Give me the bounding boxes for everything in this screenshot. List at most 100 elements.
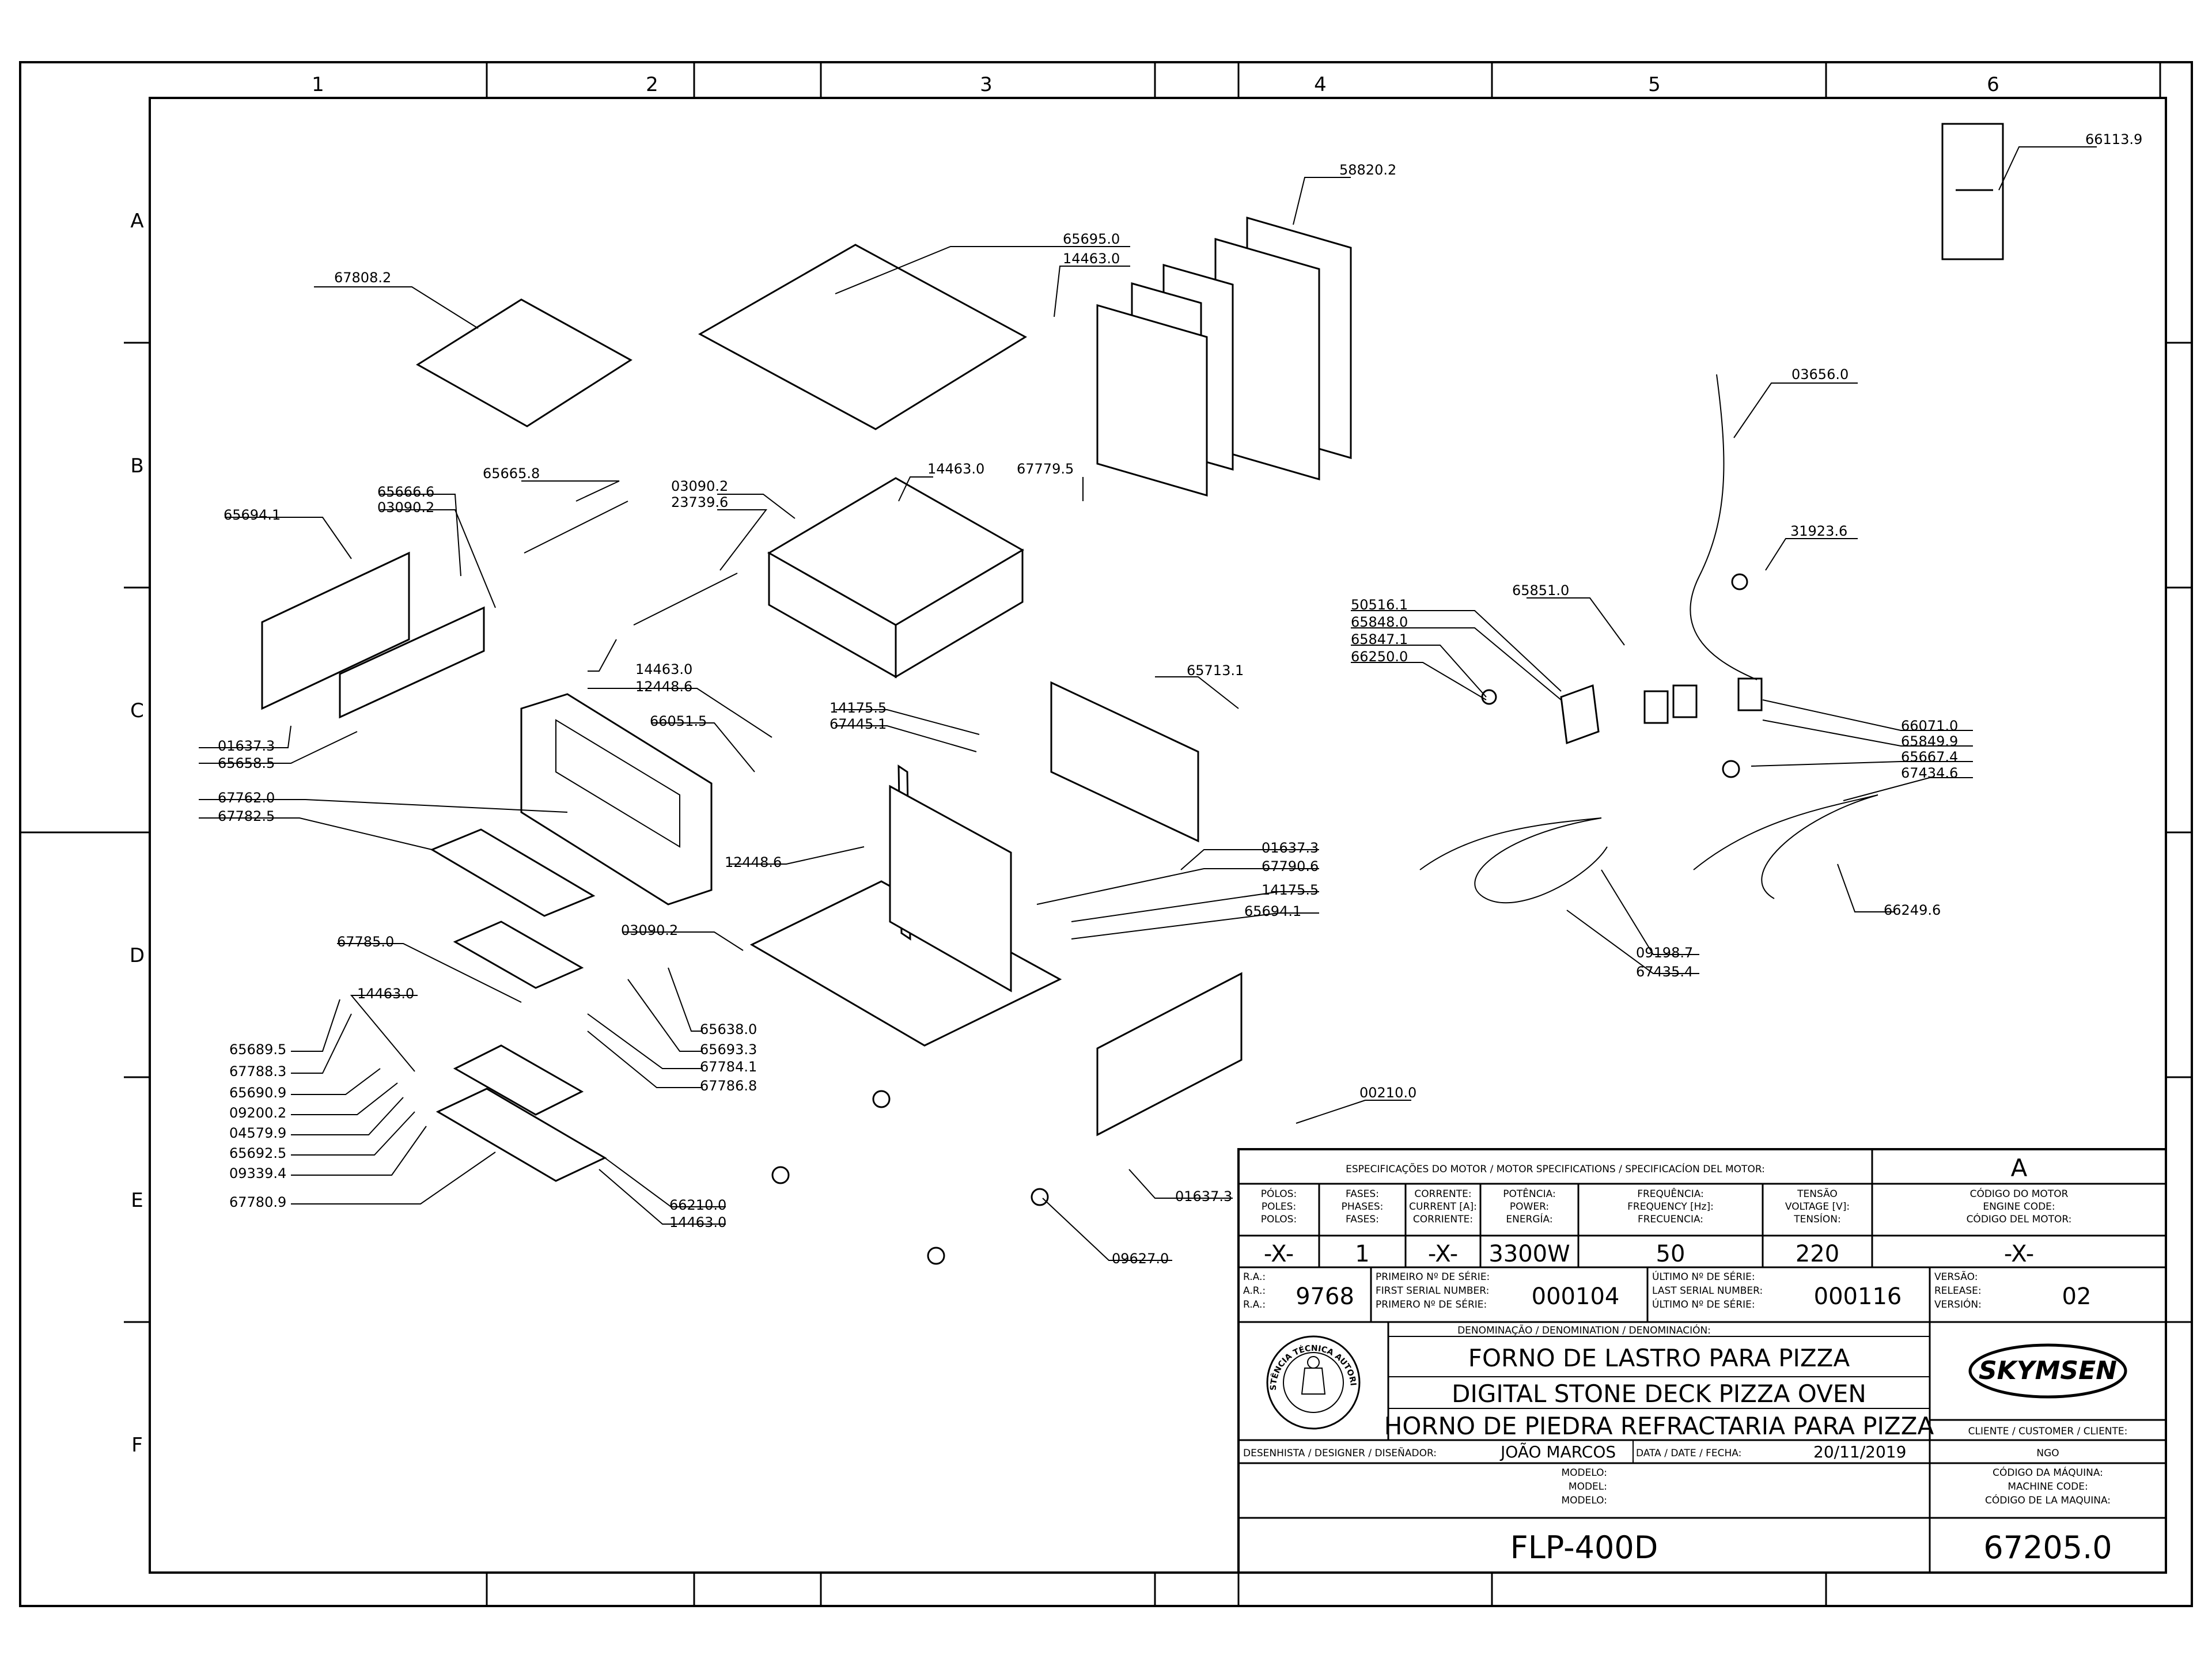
label-65694.1-b: 65694.1	[1244, 903, 1301, 919]
label-67786.8: 67786.8	[700, 1078, 757, 1094]
label-09339.4: 09339.4	[229, 1165, 286, 1181]
ra-label-en: A.R.:	[1243, 1285, 1266, 1297]
label-65658.5: 65658.5	[218, 755, 275, 771]
voltage-header-pt: TENSÃO	[1797, 1187, 1838, 1200]
freq-header-es: FRECUENCIA:	[1638, 1214, 1703, 1225]
machine-code-label-en: MACHINE CODE:	[2008, 1481, 2088, 1493]
chassis	[749, 764, 1062, 1047]
date-value: 20/11/2019	[1813, 1442, 1906, 1461]
model-label-pt: MODELO:	[1561, 1467, 1607, 1479]
phases-value: 1	[1355, 1241, 1369, 1267]
label-65689.5: 65689.5	[229, 1041, 286, 1058]
label-03090.2-a: 03090.2	[377, 499, 434, 516]
refractory-stones	[1096, 217, 1352, 497]
label-14175.5-b: 14175.5	[1262, 882, 1319, 898]
engine-header-en: ENGINE CODE:	[1983, 1201, 2055, 1213]
product-name-es: HORNO DE PIEDRA REFRACTARIA PARA PIZZA	[1384, 1412, 1934, 1440]
label-67780.9: 67780.9	[229, 1194, 286, 1210]
label-65851.0: 65851.0	[1512, 582, 1569, 599]
label-67445.1: 67445.1	[830, 716, 887, 732]
label-sticker	[1941, 123, 2004, 260]
label-65847.1: 65847.1	[1351, 631, 1408, 647]
label-01637.3-c: 01637.3	[1175, 1188, 1232, 1205]
label-66071.0: 66071.0	[1901, 718, 1958, 734]
poles-value: -X-	[1264, 1241, 1294, 1267]
grid-col-1: 1	[312, 73, 324, 96]
grid-col-2: 2	[646, 73, 658, 96]
door	[430, 828, 596, 917]
label-65694.1-a: 65694.1	[224, 507, 281, 523]
power-header-es: ENERGÍA:	[1506, 1213, 1552, 1225]
label-65713.1: 65713.1	[1187, 662, 1244, 679]
ra-value: 9768	[1296, 1283, 1354, 1310]
ra-label-pt: R.A.:	[1243, 1271, 1266, 1283]
label-14463.0-a: 14463.0	[1063, 251, 1120, 267]
controller-box	[1560, 684, 1600, 745]
label-04579.9: 04579.9	[229, 1125, 286, 1141]
poles-header-pt: PÓLOS:	[1261, 1187, 1297, 1200]
label-67435.4: 67435.4	[1636, 964, 1693, 980]
release-label-pt: VERSÃO:	[1934, 1270, 1978, 1283]
grid-col-5: 5	[1648, 73, 1661, 96]
last-serial-label-en: LAST SERIAL NUMBER:	[1652, 1285, 1763, 1297]
label-12448.6-a: 12448.6	[635, 679, 692, 695]
label-50516.1: 50516.1	[1351, 597, 1408, 613]
label-09200.2: 09200.2	[229, 1105, 286, 1121]
power-header-en: POWER:	[1510, 1201, 1549, 1213]
left-side-panel	[261, 551, 410, 710]
label-67790.6: 67790.6	[1262, 858, 1319, 874]
current-value: -X-	[1428, 1241, 1458, 1267]
client-label: CLIENTE / CUSTOMER / CLIENTE:	[1968, 1426, 2128, 1437]
model-label-en: MODEL:	[1569, 1481, 1607, 1493]
front-frame	[520, 693, 713, 906]
label-00210.0: 00210.0	[1359, 1085, 1416, 1101]
label-67784.1: 67784.1	[700, 1059, 757, 1075]
glass-1	[453, 921, 584, 989]
product-name-pt: FORNO DE LASTRO PARA PIZZA	[1468, 1344, 1850, 1372]
right-side-panel	[1050, 681, 1199, 843]
label-01637.3-a: 01637.3	[218, 738, 275, 754]
label-65848.0: 65848.0	[1351, 614, 1408, 630]
phases-header-pt: FASES:	[1346, 1188, 1379, 1200]
first-serial-value: 000104	[1532, 1283, 1620, 1310]
label-65849.9: 65849.9	[1901, 733, 1958, 749]
label-66250.0: 66250.0	[1351, 649, 1408, 665]
motor-spec-title: ESPECIFICAÇÕES DO MOTOR / MOTOR SPECIFIC…	[1346, 1162, 1765, 1175]
designer-label: DESENHISTA / DESIGNER / DISEÑADOR:	[1243, 1446, 1437, 1459]
label-09198.7: 09198.7	[1636, 945, 1693, 961]
power-header-pt: POTÊNCIA:	[1503, 1187, 1555, 1200]
top-plate	[698, 244, 1027, 430]
thermostat	[1731, 573, 1748, 590]
ra-label-es: R.A.:	[1243, 1299, 1266, 1310]
machine-code-value: 67205.0	[1983, 1529, 2112, 1566]
machine-code-label-es: CÓDIGO DE LA MAQUINA:	[1985, 1494, 2111, 1506]
designer-value: JOÃO MARCOS	[1499, 1442, 1616, 1461]
voltage-value: 220	[1796, 1241, 1839, 1267]
label-65665.8: 65665.8	[483, 465, 540, 482]
engine-header-es: CÓDIGO DEL MOTOR:	[1967, 1213, 2072, 1225]
label-65692.5: 65692.5	[229, 1145, 286, 1161]
brand-name: SKYMSEN	[1979, 1356, 2117, 1385]
phases-header-en: PHASES:	[1342, 1201, 1384, 1213]
leader-lines	[199, 146, 2097, 1261]
inner-chamber	[767, 477, 1024, 679]
product-name-en: DIGITAL STONE DECK PIZZA OVEN	[1452, 1380, 1866, 1408]
label-67785.0: 67785.0	[337, 934, 394, 950]
grid-col-6: 6	[1987, 73, 1999, 96]
power-value: 3300W	[1488, 1241, 1570, 1267]
release-label-es: VERSIÓN:	[1934, 1298, 1982, 1310]
grid-row-F: F	[131, 1434, 143, 1457]
poles-header-en: POLES:	[1262, 1201, 1296, 1213]
label-65690.9: 65690.9	[229, 1085, 286, 1101]
label-65693.3: 65693.3	[700, 1041, 757, 1058]
drawing-frame: 1 2 3 4 5 6 A B C D E F	[19, 61, 2193, 1607]
freq-header-pt: FREQUÊNCIA:	[1637, 1187, 1704, 1200]
release-label-en: RELEASE:	[1934, 1285, 1982, 1297]
date-label: DATA / DATE / FECHA:	[1636, 1448, 1741, 1459]
engine-code-value: -X-	[2004, 1241, 2034, 1267]
voltage-header-es: TENSÍON:	[1793, 1213, 1840, 1225]
label-58820.2: 58820.2	[1339, 162, 1396, 178]
current-header-en: CURRENT [A]:	[1409, 1201, 1477, 1213]
frequency-value: 50	[1656, 1241, 1685, 1267]
